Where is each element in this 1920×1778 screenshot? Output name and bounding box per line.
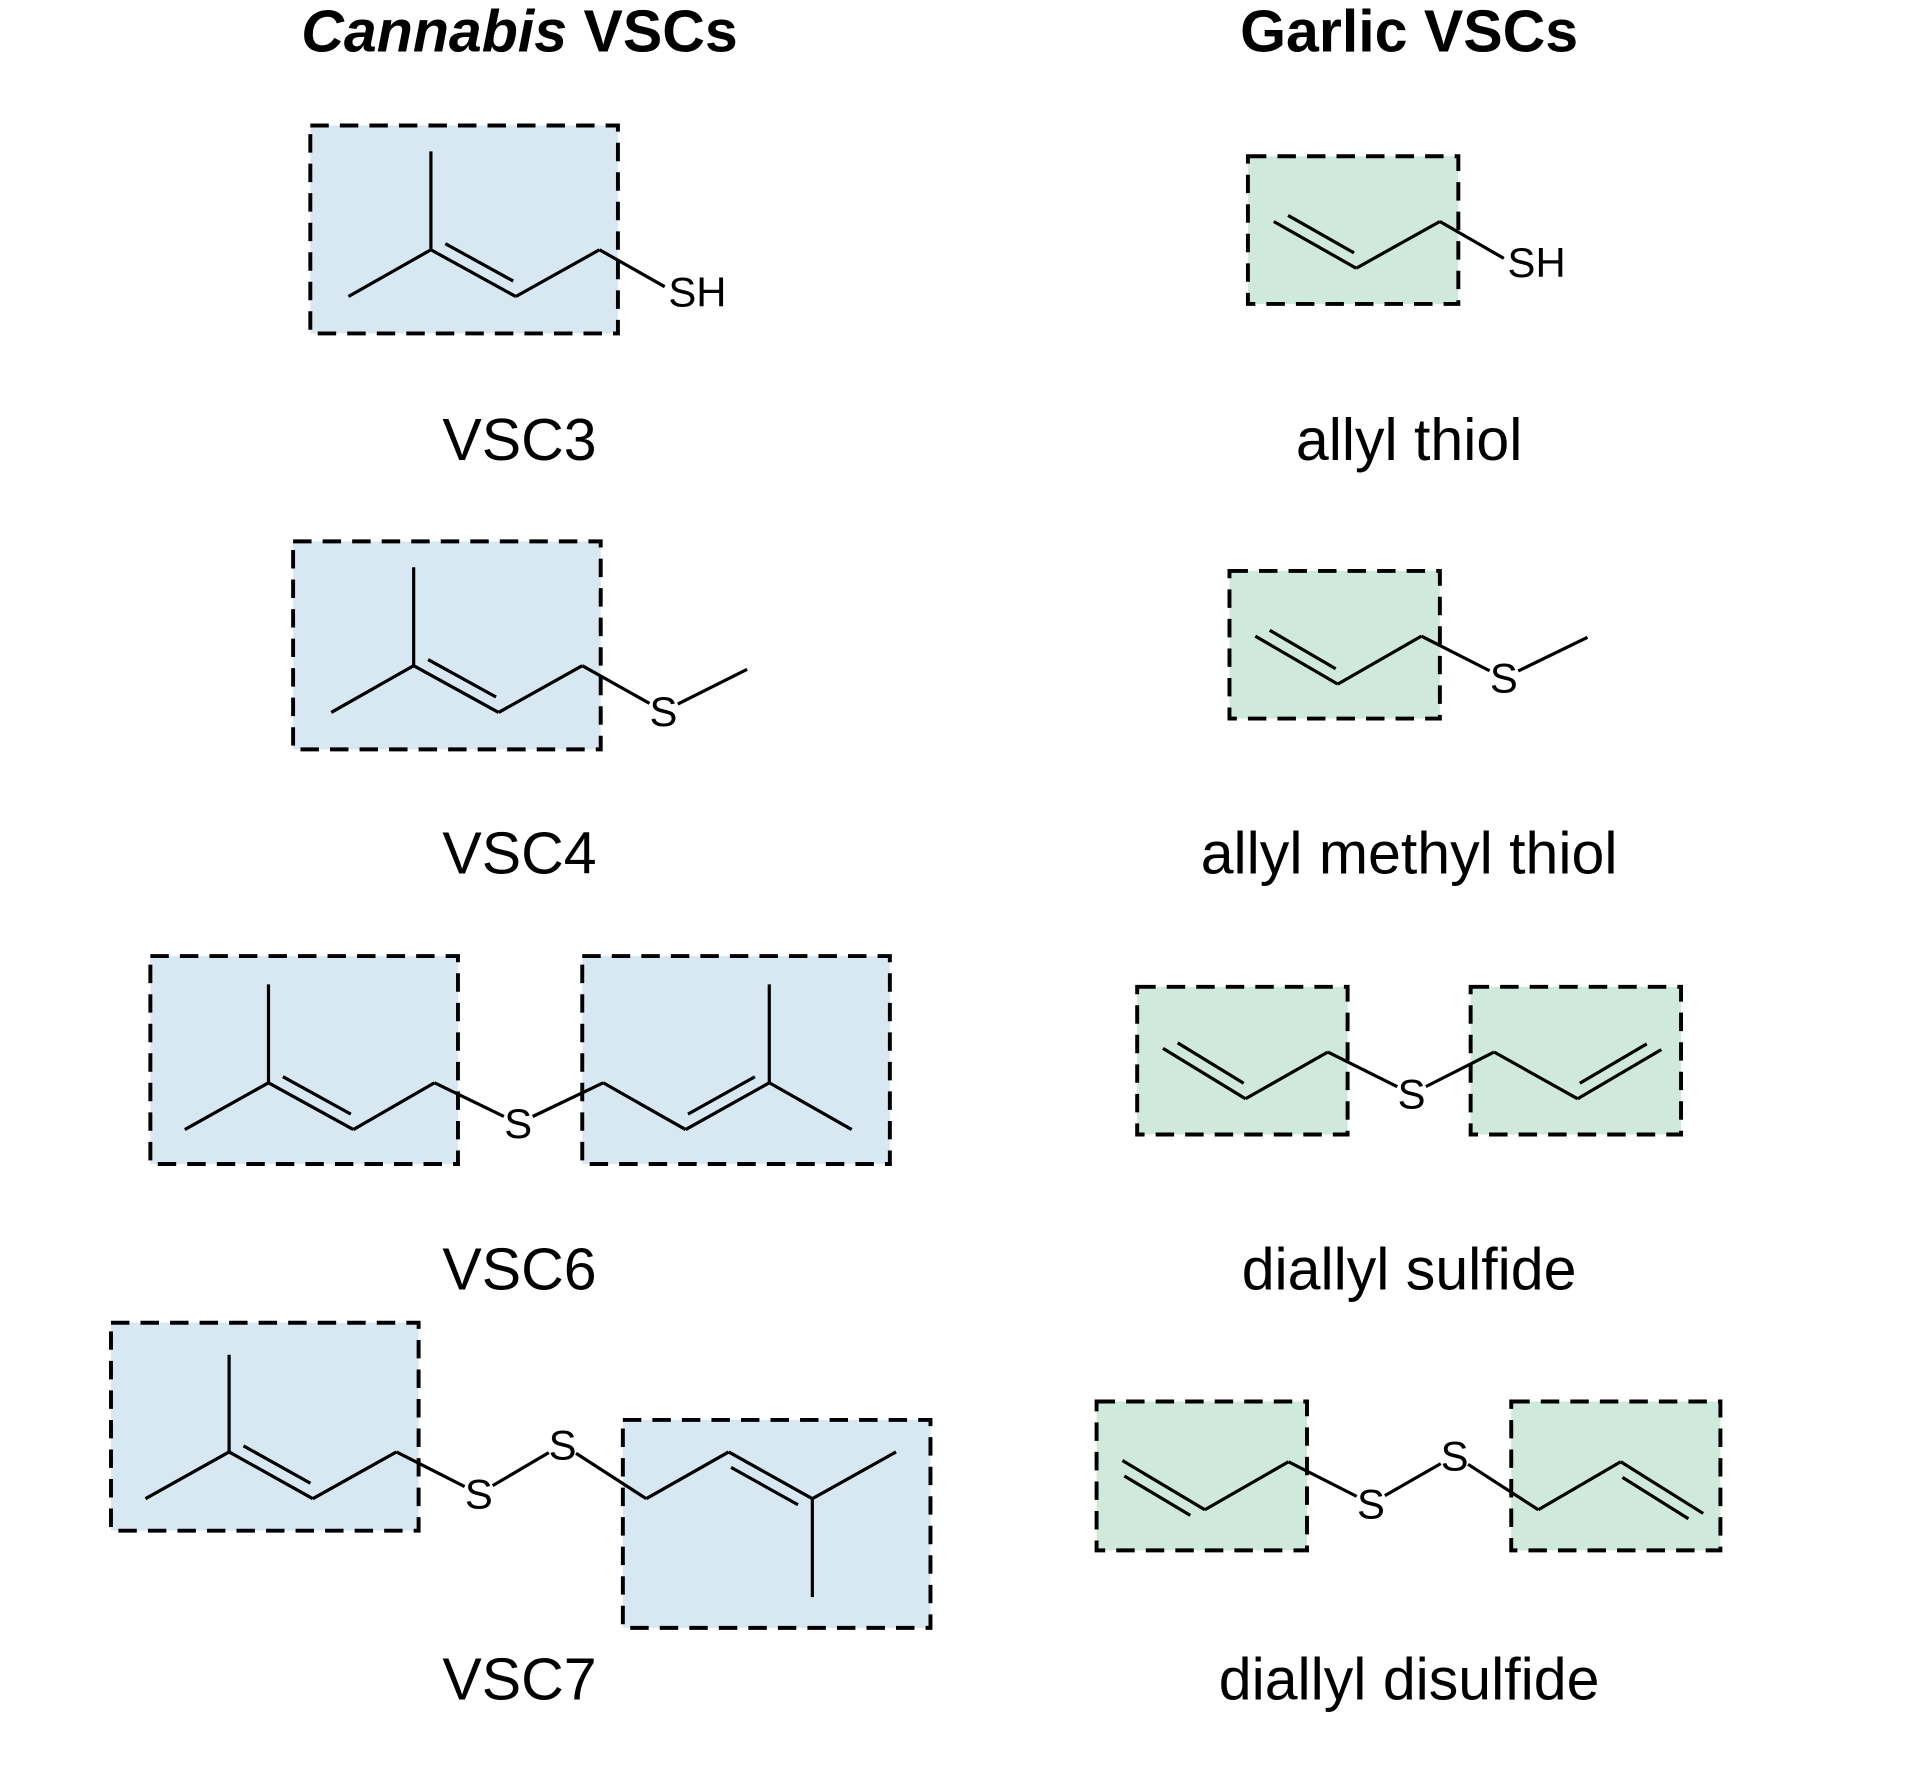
double-bond xyxy=(1162,1046,1247,1101)
single-bond xyxy=(497,664,584,714)
atom-label-s: S xyxy=(1398,1071,1426,1118)
single-bond xyxy=(1384,1462,1442,1498)
single-bond xyxy=(602,1081,687,1131)
single-bond xyxy=(1439,220,1505,260)
single-bond xyxy=(645,1450,730,1501)
single-bond xyxy=(433,1081,505,1118)
cannabis-column-title: Cannabis VSCs xyxy=(301,0,737,65)
prenyl-highlight-box xyxy=(308,123,620,336)
prenyl-highlight-box xyxy=(580,954,892,1166)
single-bond xyxy=(330,664,415,714)
single-bond xyxy=(1537,1460,1622,1512)
single-bond xyxy=(1204,1460,1290,1512)
atom-label-sh: SH xyxy=(668,268,726,315)
single-bond xyxy=(312,1450,398,1501)
compound-label-vsc3: VSC3 xyxy=(442,407,596,473)
single-bond xyxy=(811,1450,897,1501)
double-bond xyxy=(412,664,500,714)
single-bond xyxy=(1287,1460,1358,1498)
single-bond xyxy=(1493,1050,1579,1101)
garlic-column-title: Garlic VSCs xyxy=(1240,0,1578,65)
atom-label-s: S xyxy=(549,1421,577,1468)
double-bond-inner-line xyxy=(1287,214,1355,255)
allyl-highlight-box xyxy=(1094,1399,1309,1553)
cannabis-title-italic: Cannabis xyxy=(301,0,567,65)
allyl-highlight-box xyxy=(1509,1399,1723,1553)
double-bond-inner-line xyxy=(1176,1041,1245,1085)
compound-label-diallyl-disulfide: diallyl disulfide xyxy=(1219,1646,1600,1712)
single-bond xyxy=(515,248,601,298)
single-bond xyxy=(575,1451,648,1501)
double-bond-inner-line xyxy=(730,1465,799,1507)
single-bond xyxy=(395,1450,466,1488)
single-bond xyxy=(347,248,432,298)
double-bond-inner-line xyxy=(242,1444,312,1485)
single-bond xyxy=(491,1451,550,1488)
single-bond xyxy=(184,1081,270,1131)
double-bond xyxy=(267,1081,355,1131)
single-bond xyxy=(1517,635,1589,673)
prenyl-highlight-box xyxy=(291,539,603,752)
double-bond-inner-line xyxy=(1123,1474,1192,1517)
single-bond xyxy=(1336,634,1423,686)
double-bond xyxy=(727,1450,814,1501)
compound-label-vsc7: VSC7 xyxy=(442,1646,596,1712)
double-bond-inner-line xyxy=(444,242,515,283)
double-bond-inner-line xyxy=(282,1075,352,1116)
atom-label-s: S xyxy=(504,1100,532,1147)
double-bond xyxy=(1254,634,1339,686)
compound-label-vsc4: VSC4 xyxy=(442,821,596,887)
single-bond xyxy=(1327,1050,1398,1089)
prenyl-highlight-box xyxy=(109,1320,421,1533)
double-bond xyxy=(1619,1460,1705,1515)
double-bond xyxy=(228,1450,314,1501)
single-bond xyxy=(1420,634,1491,673)
double-bond xyxy=(430,248,517,298)
single-bond xyxy=(1244,1050,1329,1101)
compound-label-allyl-methyl-thiol: allyl methyl thiol xyxy=(1201,821,1618,887)
double-bond-inner-line xyxy=(1621,1476,1690,1521)
single-bond xyxy=(1425,1050,1495,1089)
allyl-highlight-box xyxy=(1135,984,1350,1137)
atom-label-s: S xyxy=(465,1471,493,1518)
compound-label-diallyl-sulfide: diallyl sulfide xyxy=(1242,1237,1577,1303)
single-bond xyxy=(352,1081,436,1131)
double-bond-inner-line xyxy=(427,658,497,699)
single-bond xyxy=(1467,1462,1540,1512)
atom-label-s: S xyxy=(1441,1432,1469,1479)
double-bond-inner-line xyxy=(687,1075,756,1116)
prenyl-highlight-box xyxy=(148,954,460,1166)
single-bond xyxy=(144,1450,230,1501)
double-bond xyxy=(1121,1459,1206,1512)
cannabis-title-rest: VSCs xyxy=(567,0,738,65)
single-bond xyxy=(581,664,651,705)
atom-label-s: S xyxy=(1357,1480,1385,1527)
double-bond xyxy=(684,1081,771,1131)
allyl-highlight-box xyxy=(1468,984,1684,1137)
single-bond xyxy=(768,1081,853,1131)
single-bond xyxy=(1355,220,1441,270)
compound-label-allyl-thiol: allyl thiol xyxy=(1296,407,1522,473)
double-bond-inner-line xyxy=(1579,1042,1648,1085)
single-bond xyxy=(532,1081,604,1118)
compound-label-vsc6: VSC6 xyxy=(442,1237,596,1303)
prenyl-highlight-box xyxy=(620,1417,933,1630)
single-bond xyxy=(598,248,666,289)
atom-label-s: S xyxy=(1490,655,1518,702)
atom-label-sh: SH xyxy=(1508,239,1566,286)
single-bond xyxy=(677,667,748,706)
double-bond xyxy=(1576,1048,1663,1101)
double-bond xyxy=(1272,220,1357,270)
atom-label-s: S xyxy=(650,688,678,735)
double-bond-inner-line xyxy=(1268,628,1337,671)
